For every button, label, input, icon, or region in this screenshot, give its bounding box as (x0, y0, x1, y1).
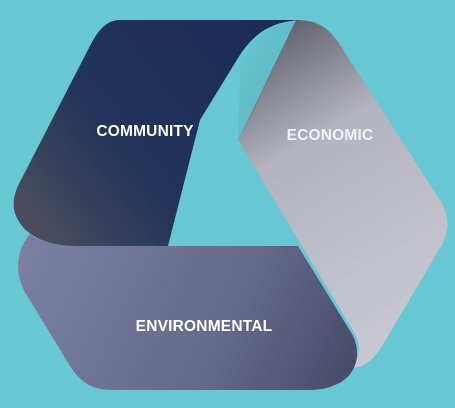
economic-fold-shadow (238, 20, 296, 140)
community-label: COMMUNITY (96, 123, 194, 140)
environmental-label: ENVIRONMENTAL (136, 318, 273, 335)
economic-segment (238, 20, 448, 368)
center-triangle (168, 140, 298, 246)
environmental-segment (18, 234, 358, 390)
community-segment (13, 20, 301, 246)
economic-label: ECONOMIC (287, 127, 374, 144)
